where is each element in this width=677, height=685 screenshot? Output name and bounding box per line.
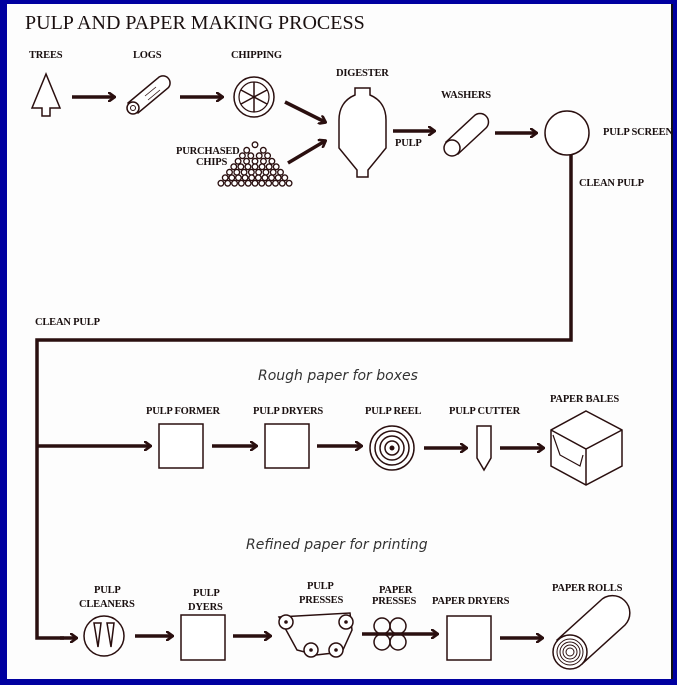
label-logs: LOGS [133, 50, 162, 61]
label-purchased: PURCHASED [176, 146, 240, 157]
wood-chip [247, 152, 255, 160]
wood-chip [238, 152, 246, 160]
wood-chip [251, 163, 259, 171]
wood-chip [224, 179, 232, 187]
label-pulp: PULP [395, 138, 422, 149]
wood-chip [269, 168, 277, 176]
wood-chip [260, 157, 267, 165]
wood-chip [228, 174, 236, 182]
wood-chip [241, 174, 249, 182]
label-paper-dryers: PAPER DRYERS [432, 596, 510, 607]
label-washers: WASHERS [441, 90, 491, 101]
wood-chip [268, 174, 276, 182]
label-pulp-cleaners-2: CLEANERS [79, 599, 135, 610]
label-trees: TREES [29, 50, 63, 61]
label-pulp-screen: PULP SCREEN [603, 127, 673, 138]
wood-chip [274, 174, 282, 182]
wood-chip [272, 179, 279, 187]
pulp-former-icon [158, 423, 204, 469]
wood-chip [234, 174, 242, 182]
pulp-cleaners-icon [83, 615, 125, 657]
wood-chip [233, 168, 241, 176]
wood-chip [237, 179, 245, 187]
wood-chip [243, 146, 251, 154]
label-clean-pulp-left: CLEAN PULP [35, 317, 101, 328]
wood-chip [251, 157, 259, 165]
label-pulp-presses-1: PULP [307, 581, 334, 592]
chips-pile-icon [217, 141, 293, 187]
clean-pulp-connector [35, 155, 573, 640]
paper-bale-icon [550, 410, 623, 486]
wood-chip [272, 163, 280, 171]
arrow-chips-digester [287, 141, 325, 165]
wood-chip [285, 179, 293, 187]
label-pulp-cutter: PULP CUTTER [449, 406, 521, 417]
pulp-presses-icon [277, 612, 354, 658]
label-clean-pulp-right: CLEAN PULP [579, 178, 645, 189]
label-chipping: CHIPPING [231, 50, 282, 61]
wood-chip [217, 179, 225, 187]
wood-chip [230, 163, 238, 171]
label-pulp-dryers: PULP DRYERS [253, 406, 323, 417]
paper-roll-icon [552, 594, 631, 670]
label-pulp-reel: PULP REEL [365, 406, 421, 417]
label-pulp-cleaners-1: PULP [94, 585, 121, 596]
wood-chip [262, 168, 270, 176]
wood-chip [244, 179, 252, 187]
label-pulp-dyers-1: PULP [193, 588, 220, 599]
pulp-reel-icon [369, 425, 415, 471]
wood-chip [247, 168, 255, 176]
wood-chip [243, 157, 250, 165]
label-paper-rolls: PAPER ROLLS [552, 583, 623, 594]
refined-heading: Refined paper for printing [246, 537, 428, 553]
label-paper-presses-1: PAPER [379, 585, 413, 596]
pulp-dryers-icon [264, 423, 310, 469]
wood-chip [261, 174, 269, 182]
wood-chip [234, 157, 242, 165]
wood-chip [221, 174, 229, 182]
wood-chip [264, 152, 272, 160]
label-paper-presses-2: PRESSES [372, 596, 416, 607]
wood-chip [254, 174, 262, 182]
wood-chip [281, 174, 289, 182]
rough-heading: Rough paper for boxes [258, 368, 418, 384]
wood-chip [265, 179, 273, 187]
paper-dryers-icon [446, 615, 492, 661]
wood-chip [278, 179, 286, 187]
digester-icon [338, 87, 387, 178]
wood-chip [251, 141, 259, 149]
wood-chip [237, 163, 245, 171]
wood-chip [265, 163, 273, 171]
wood-chip [248, 174, 256, 182]
washer-cylinder-icon [443, 112, 490, 157]
label-chips: CHIPS [196, 157, 227, 168]
pulp-screen-icon [544, 110, 590, 156]
diagram-title: PULP AND PAPER MAKING PROCESS [25, 12, 365, 34]
wood-chip [258, 179, 266, 187]
wood-chip [268, 157, 276, 165]
label-digester: DIGESTER [336, 68, 389, 79]
pulp-dyers-icon [180, 614, 226, 661]
label-pulp-dyers-2: DYERS [188, 602, 223, 613]
wood-chip [277, 168, 284, 176]
wood-chip [231, 179, 238, 187]
log-icon [126, 75, 171, 115]
wood-chip [258, 163, 266, 171]
arrow-chipping-digester [284, 100, 325, 122]
wood-chip [255, 152, 263, 160]
label-pulp-former: PULP FORMER [146, 406, 221, 417]
pulp-cutter-icon [476, 425, 492, 472]
label-paper-bales: PAPER BALES [550, 394, 619, 405]
chipper-wheel-icon [233, 76, 275, 118]
wood-chip [244, 163, 252, 171]
wood-chip [240, 168, 248, 176]
label-pulp-presses-2: PRESSES [299, 595, 343, 606]
wood-chip [251, 179, 259, 187]
wood-chip [255, 168, 263, 176]
wood-chip [259, 146, 267, 154]
wood-chip [226, 168, 233, 176]
tree-icon [30, 72, 62, 117]
